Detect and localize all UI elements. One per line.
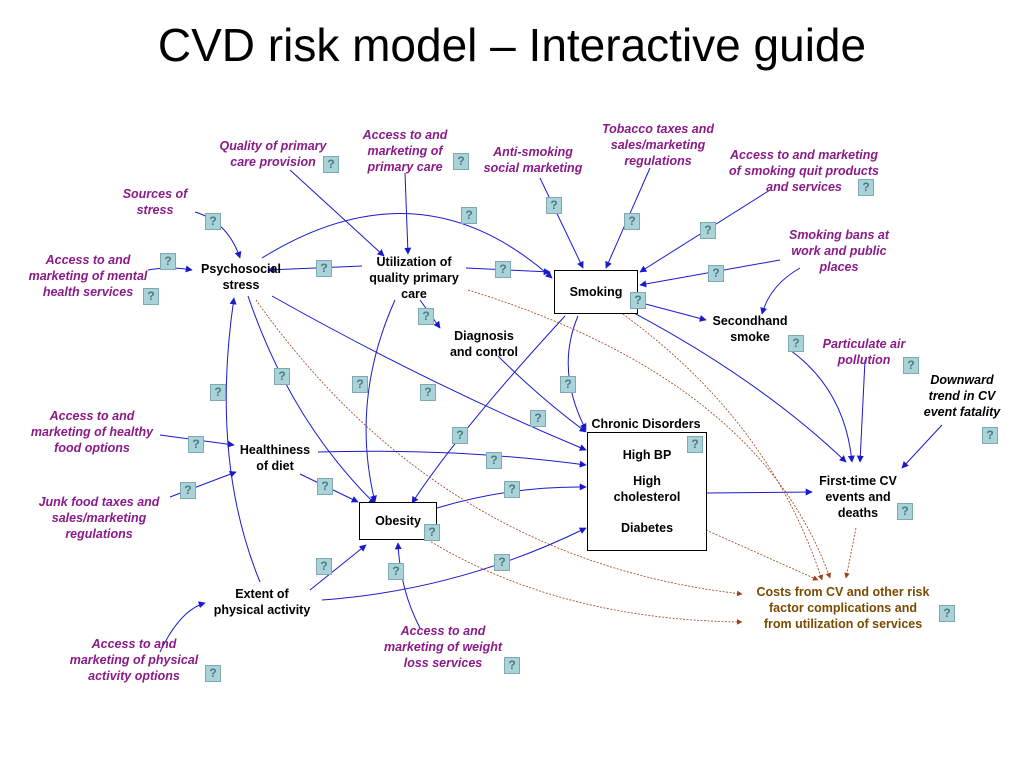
arrow-sources-stress-to-psychosocial bbox=[194, 211, 242, 259]
question-mark-icon[interactable]: ? bbox=[982, 427, 998, 444]
node-physical-activity: Extent of physical activity bbox=[213, 587, 311, 617]
policy-junk-food-taxes: Junk food taxes and sales/marketing regu… bbox=[38, 495, 160, 541]
question-mark-icon[interactable]: ? bbox=[494, 554, 510, 571]
chronic-disorders-box[interactable]: High BP High cholesterol Diabetes bbox=[587, 432, 707, 551]
question-mark-icon[interactable]: ? bbox=[316, 558, 332, 575]
question-mark-icon[interactable]: ? bbox=[180, 482, 196, 499]
question-mark-icon[interactable]: ? bbox=[858, 179, 874, 196]
arrow-utilization-to-obesity bbox=[365, 299, 396, 503]
question-mark-icon[interactable]: ? bbox=[420, 384, 436, 401]
question-mark-icon[interactable]: ? bbox=[546, 197, 562, 214]
arrow-activity-to-obesity bbox=[309, 544, 367, 591]
chronic-item-high-cholesterol: High cholesterol bbox=[613, 474, 681, 504]
arrow-psychosocial-to-obesity bbox=[247, 295, 376, 505]
arrow-weight-loss-to-obesity bbox=[394, 542, 421, 629]
question-mark-icon[interactable]: ? bbox=[205, 665, 221, 682]
node-costs: Costs from CV and other risk factor comp… bbox=[756, 585, 930, 631]
node-first-time-events: First-time CV events and deaths bbox=[819, 474, 897, 520]
arrow-diet-to-chronic bbox=[317, 450, 587, 468]
question-mark-icon[interactable]: ? bbox=[418, 308, 434, 325]
question-mark-icon[interactable]: ? bbox=[452, 427, 468, 444]
page-title: CVD risk model – Interactive guide bbox=[157, 19, 867, 71]
chronic-item-diabetes: Diabetes bbox=[620, 521, 674, 535]
cost-arrow-obesity bbox=[427, 539, 743, 625]
policy-access-primary-care: Access to and marketing of primary care bbox=[362, 128, 448, 174]
arrow-activity-to-psychosocial bbox=[225, 297, 261, 583]
arrow-psychosocial-to-chronic bbox=[271, 295, 587, 451]
policy-smoking-bans: Smoking bans at work and public places bbox=[788, 228, 890, 274]
node-psychosocial-stress: Psychosocial stress bbox=[201, 262, 281, 292]
policy-access-weight-loss: Access to and marketing of weight loss s… bbox=[383, 624, 503, 670]
question-mark-icon[interactable]: ? bbox=[205, 213, 221, 230]
policy-anti-smoking: Anti-smoking social marketing bbox=[483, 145, 583, 175]
question-mark-icon[interactable]: ? bbox=[700, 222, 716, 239]
question-mark-icon[interactable]: ? bbox=[143, 288, 159, 305]
arrow-physical-options-to-activity bbox=[159, 601, 206, 653]
policy-quality-primary-care: Quality of primary care provision bbox=[219, 139, 327, 169]
chronic-item-high-bp: High BP bbox=[622, 448, 672, 462]
question-mark-icon[interactable]: ? bbox=[188, 436, 204, 453]
policy-sources-stress: Sources of stress bbox=[122, 187, 188, 217]
question-mark-icon[interactable]: ? bbox=[687, 436, 703, 453]
question-mark-icon[interactable]: ? bbox=[323, 156, 339, 173]
arrow-smoking-to-events bbox=[631, 311, 847, 463]
question-mark-icon[interactable]: ? bbox=[939, 605, 955, 622]
arrow-smoking-to-chronic bbox=[567, 315, 587, 431]
question-mark-icon[interactable]: ? bbox=[453, 153, 469, 170]
arrow-chronic-to-events bbox=[705, 488, 813, 496]
question-mark-icon[interactable]: ? bbox=[424, 524, 440, 541]
node-healthiness-diet: Healthiness of diet bbox=[239, 443, 311, 473]
question-mark-icon[interactable]: ? bbox=[630, 292, 646, 309]
arrow-secondhand-to-events bbox=[789, 349, 855, 463]
arrow-smoking-to-obesity bbox=[411, 315, 566, 504]
policy-tobacco-taxes: Tobacco taxes and sales/marketing regula… bbox=[601, 122, 715, 168]
question-mark-icon[interactable]: ? bbox=[903, 357, 919, 374]
question-mark-icon[interactable]: ? bbox=[317, 478, 333, 495]
question-mark-icon[interactable]: ? bbox=[461, 207, 477, 224]
question-mark-icon[interactable]: ? bbox=[274, 368, 290, 385]
policy-access-smoking-quit: Access to and marketing of smoking quit … bbox=[729, 148, 879, 194]
policy-downward-trend: Downward trend in CV event fatality bbox=[923, 373, 1001, 419]
policy-access-mental-health: Access to and marketing of mental health… bbox=[28, 253, 148, 299]
node-utilization: Utilization of quality primary care bbox=[369, 255, 459, 301]
policy-access-physical-activity: Access to and marketing of physical acti… bbox=[69, 637, 199, 683]
question-mark-icon[interactable]: ? bbox=[486, 452, 502, 469]
question-mark-icon[interactable]: ? bbox=[788, 335, 804, 352]
question-mark-icon[interactable]: ? bbox=[495, 261, 511, 278]
node-smoking[interactable]: Smoking bbox=[554, 270, 638, 314]
policy-access-healthy-food: Access to and marketing of healthy food … bbox=[30, 409, 154, 455]
cost-arrow-utilization bbox=[467, 289, 831, 579]
cost-arrow-chronic bbox=[705, 529, 819, 581]
question-mark-icon[interactable]: ? bbox=[530, 410, 546, 427]
arrow-particulate-to-events bbox=[856, 359, 866, 463]
node-secondhand-smoke: Secondhand smoke bbox=[712, 314, 788, 344]
question-mark-icon[interactable]: ? bbox=[352, 376, 368, 393]
policy-particulate-air: Particulate air pollution bbox=[822, 337, 906, 367]
cost-arrow-events bbox=[844, 527, 857, 579]
question-mark-icon[interactable]: ? bbox=[708, 265, 724, 282]
arrow-smoking-to-secondhand bbox=[637, 301, 707, 322]
arrow-activity-to-chronic bbox=[321, 527, 587, 601]
question-mark-icon[interactable]: ? bbox=[160, 253, 176, 270]
arrow-psychosocial-to-smoking bbox=[261, 213, 553, 279]
arrow-smoking-bans-to-secondhand bbox=[760, 267, 801, 315]
question-mark-icon[interactable]: ? bbox=[504, 481, 520, 498]
question-mark-icon[interactable]: ? bbox=[316, 260, 332, 277]
question-mark-icon[interactable]: ? bbox=[504, 657, 520, 674]
arrow-diagnosis-to-chronic bbox=[497, 355, 587, 433]
question-mark-icon[interactable]: ? bbox=[210, 384, 226, 401]
chronic-disorders-title: Chronic Disorders bbox=[591, 417, 701, 431]
node-diagnosis-control: Diagnosis and control bbox=[449, 329, 519, 359]
arrow-utilization-to-psychosocial bbox=[267, 265, 363, 274]
question-mark-icon[interactable]: ? bbox=[897, 503, 913, 520]
arrow-quality-care-to-utilization bbox=[289, 169, 385, 257]
question-mark-icon[interactable]: ? bbox=[388, 563, 404, 580]
question-mark-icon[interactable]: ? bbox=[560, 376, 576, 393]
arrow-antismoking-to-smoking bbox=[539, 177, 584, 269]
arrow-downward-trend-to-events bbox=[901, 424, 943, 469]
question-mark-icon[interactable]: ? bbox=[624, 213, 640, 230]
